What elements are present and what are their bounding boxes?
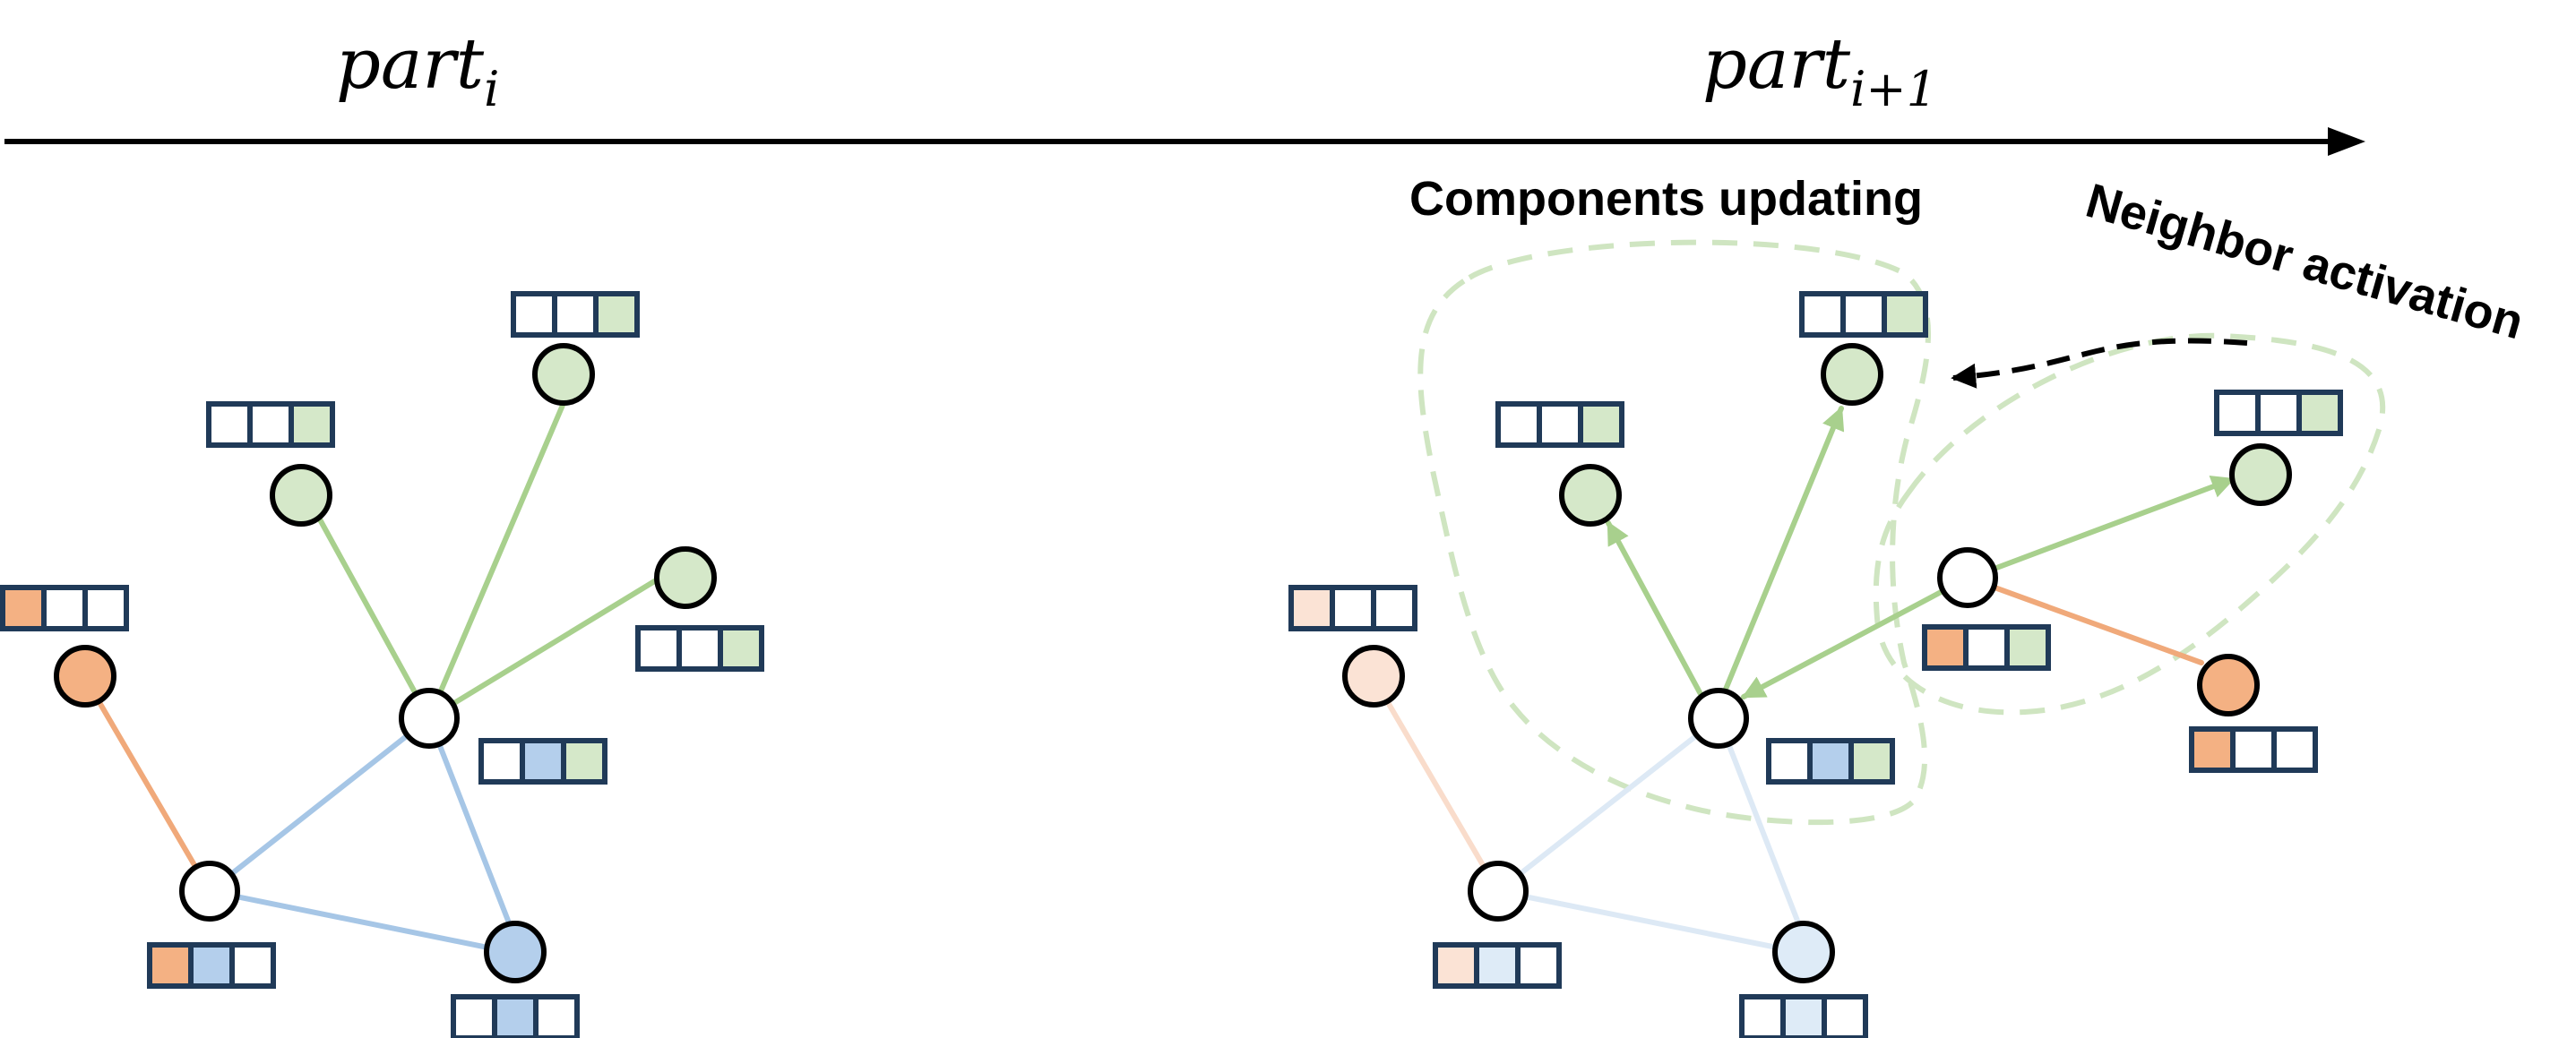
label-neighbor-activation: Neighbor activation [2081, 174, 2529, 350]
feature-vector [206, 401, 335, 448]
timeline-left-base: part [336, 24, 485, 105]
node-hub [179, 861, 240, 922]
feature-vector [1922, 624, 2051, 671]
feature-vector [2189, 726, 2318, 773]
node-green [1821, 343, 1883, 406]
graph-part-i [0, 291, 764, 1038]
nodes-part-i-plus-1 [1342, 343, 2292, 983]
feature-vector [147, 942, 276, 989]
timeline-left-sub: i [484, 61, 499, 117]
feature-vectors-part-i-plus-1 [1288, 291, 2343, 1038]
feature-vector [0, 585, 129, 631]
feature-vector [1739, 994, 1868, 1038]
edge-faded [1495, 716, 1721, 894]
node-hub [399, 688, 460, 749]
node-hub [1468, 861, 1529, 922]
node-hub [1688, 688, 1749, 749]
feature-vector [1766, 738, 1895, 785]
feature-vector [1799, 291, 1928, 338]
edge-arrow [1989, 476, 2236, 572]
node-green [2229, 443, 2292, 506]
edge-arrow [1741, 587, 1949, 699]
graph-part-i-plus-1: Components updating Neighbor activation [1288, 172, 2529, 1038]
node-blue-faded [1772, 921, 1835, 983]
timeline-right-sub: i+1 [1850, 61, 1937, 117]
edge [82, 675, 212, 894]
edges-active [1606, 406, 2236, 699]
node-orange [54, 645, 116, 708]
feature-vector [511, 291, 640, 338]
node-blue [484, 921, 547, 983]
node-orange-faded [1342, 645, 1405, 708]
feature-vector [635, 625, 764, 672]
edge-arrow [1722, 406, 1845, 694]
edge-faded [1371, 675, 1501, 894]
node-green [1559, 464, 1622, 527]
edge-faded [1716, 716, 1802, 928]
feature-vector [2214, 390, 2343, 436]
edge [426, 400, 566, 721]
timeline-label-right: parti+1 [1702, 24, 1937, 117]
edge [207, 716, 432, 894]
node-green [532, 343, 595, 406]
edges-part-i [82, 400, 663, 955]
edge-active-orange [1965, 575, 2204, 665]
label-components-updating: Components updating [1409, 172, 1923, 226]
feature-vector [478, 738, 607, 785]
neighbor-activation-arrow [1951, 338, 2248, 389]
edge [207, 888, 513, 955]
nodes-part-i [54, 343, 717, 983]
node-green [270, 464, 332, 527]
node-orange [2197, 654, 2260, 716]
edge [317, 517, 432, 721]
edges-faded [1371, 675, 1802, 955]
edge-faded [1495, 888, 1802, 955]
feature-vector [1288, 585, 1417, 631]
timeline-right-base: part [1702, 24, 1851, 105]
feature-vector [1495, 401, 1624, 448]
timeline: parti parti+1 [4, 24, 2365, 156]
edge-arrow [1606, 520, 1703, 697]
timeline-label-left: parti [336, 24, 499, 117]
node-green [654, 546, 717, 609]
edge [426, 716, 513, 928]
node-hub [1937, 547, 1998, 608]
edge [426, 575, 663, 721]
feature-vectors-part-i [0, 291, 764, 1038]
feature-vector [451, 994, 580, 1038]
timeline-arrowhead [2328, 127, 2365, 156]
feature-vector [1433, 942, 1562, 989]
